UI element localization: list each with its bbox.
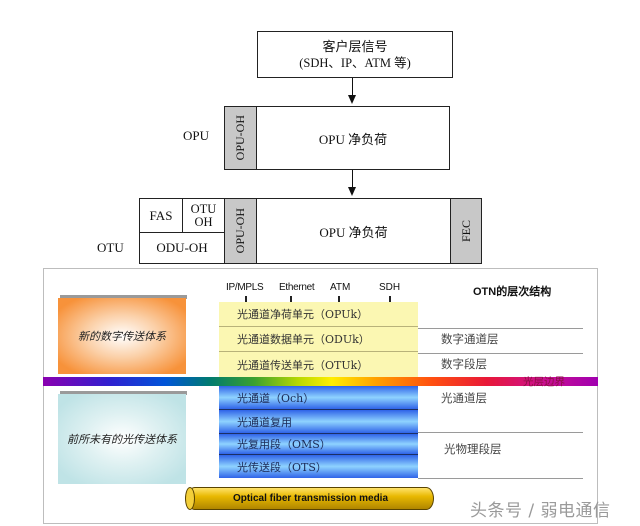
client-label-ethernet: Ethernet: [279, 282, 315, 293]
optical-system-label: 前所未有的光传送体系: [67, 433, 177, 446]
otu-payload-label: OPU 净负荷: [319, 224, 388, 240]
digital-row-otuk: 光通道传送单元（OTUk）: [219, 352, 418, 378]
optical-row-oms: 光复用段（OMS）: [219, 434, 418, 455]
odu-oh-label: ODU-OH: [156, 240, 208, 255]
otn-title: OTN的层次结构: [473, 286, 552, 298]
layer-label-optical-physical: 光物理段层: [444, 442, 502, 456]
layer-divider: [418, 328, 583, 329]
digital-row-label: 光通道数据单元（ODUk）: [237, 333, 370, 346]
layer-label-digital-path: 数字通道层: [441, 332, 499, 346]
digital-system-box-shadow: [60, 295, 187, 299]
client-tick: [389, 296, 391, 302]
optical-row-label: 光通道（Och）: [237, 391, 315, 405]
client-label-ip-mpls: IP/MPLS: [226, 282, 264, 293]
boundary-label: 光层边界: [523, 376, 565, 388]
watermark: 头条号 / 弱电通信: [470, 501, 611, 521]
otu-opu-oh-label: OPU-OH: [233, 208, 247, 254]
layer-divider: [418, 478, 583, 479]
optical-layer-boundary-bar: [43, 377, 598, 386]
optical-row-label: 光复用段（OMS）: [237, 438, 331, 451]
client-tick: [338, 296, 340, 302]
client-signal-types: (SDH、IP、ATM 等): [299, 55, 411, 70]
fiber-end-cap: [185, 487, 195, 510]
fas-label: FAS: [149, 207, 173, 223]
fiber-label: Optical fiber transmission media: [232, 493, 389, 504]
optical-fiber-media: Optical fiber transmission media: [187, 487, 434, 510]
optical-system-box: 前所未有的光传送体系: [58, 394, 186, 484]
opu-side-label: OPU: [183, 128, 210, 143]
client-signal-title: 客户层信号: [322, 38, 388, 54]
optical-row-ots: 光传送段（OTS）: [219, 455, 418, 478]
digital-row-label: 光通道净荷单元（OPUk）: [237, 308, 369, 321]
odu-oh-cell: ODU-OH: [139, 232, 225, 264]
fas-cell: FAS: [139, 198, 183, 233]
optical-row-label: 光通道复用: [237, 415, 292, 429]
digital-row-opuk: 光通道净荷单元（OPUk）: [219, 302, 418, 327]
arrow-line-1: [352, 78, 353, 98]
optical-system-box-shadow: [60, 391, 187, 395]
layer-divider: [418, 432, 583, 433]
opu-oh-cell: OPU-OH: [224, 106, 257, 170]
opu-payload-label: OPU 净负荷: [318, 131, 388, 147]
otu-oh-label: OTU OH: [190, 201, 217, 229]
opu-oh-label: OPU-OH: [233, 115, 247, 161]
digital-row-label: 光通道传送单元（OTUk）: [237, 359, 369, 372]
otu-payload-cell: OPU 净负荷: [256, 198, 451, 264]
client-label-sdh: SDH: [379, 282, 401, 293]
otu-side-label: OTU: [97, 240, 124, 255]
fec-label: FEC: [458, 219, 473, 242]
otu-oh-cell: OTU OH: [182, 198, 225, 233]
client-tick: [290, 296, 292, 302]
optical-row-mux: 光通道复用: [219, 410, 418, 434]
arrow-down-icon: [348, 95, 356, 104]
arrow-down-icon: [348, 187, 356, 196]
client-signal-box: 客户层信号 (SDH、IP、ATM 等): [257, 31, 453, 78]
optical-row-och: 光通道（Och）: [219, 386, 418, 410]
digital-system-label: 新的数字传送体系: [78, 330, 166, 343]
digital-system-box: 新的数字传送体系: [58, 298, 186, 374]
optical-row-label: 光传送段（OTS）: [237, 460, 327, 474]
client-tick: [245, 296, 247, 302]
fec-cell: FEC: [450, 198, 482, 264]
layer-divider: [418, 353, 583, 354]
layer-label-optical-channel: 光通道层: [441, 391, 487, 405]
opu-payload-cell: OPU 净负荷: [256, 106, 450, 170]
client-label-atm: ATM: [330, 282, 351, 293]
digital-row-oduk: 光通道数据单元（ODUk）: [219, 327, 418, 352]
layer-label-digital-section: 数字段层: [441, 357, 487, 371]
otu-opu-oh-cell: OPU-OH: [224, 198, 257, 264]
arrow-line-2: [352, 170, 353, 190]
